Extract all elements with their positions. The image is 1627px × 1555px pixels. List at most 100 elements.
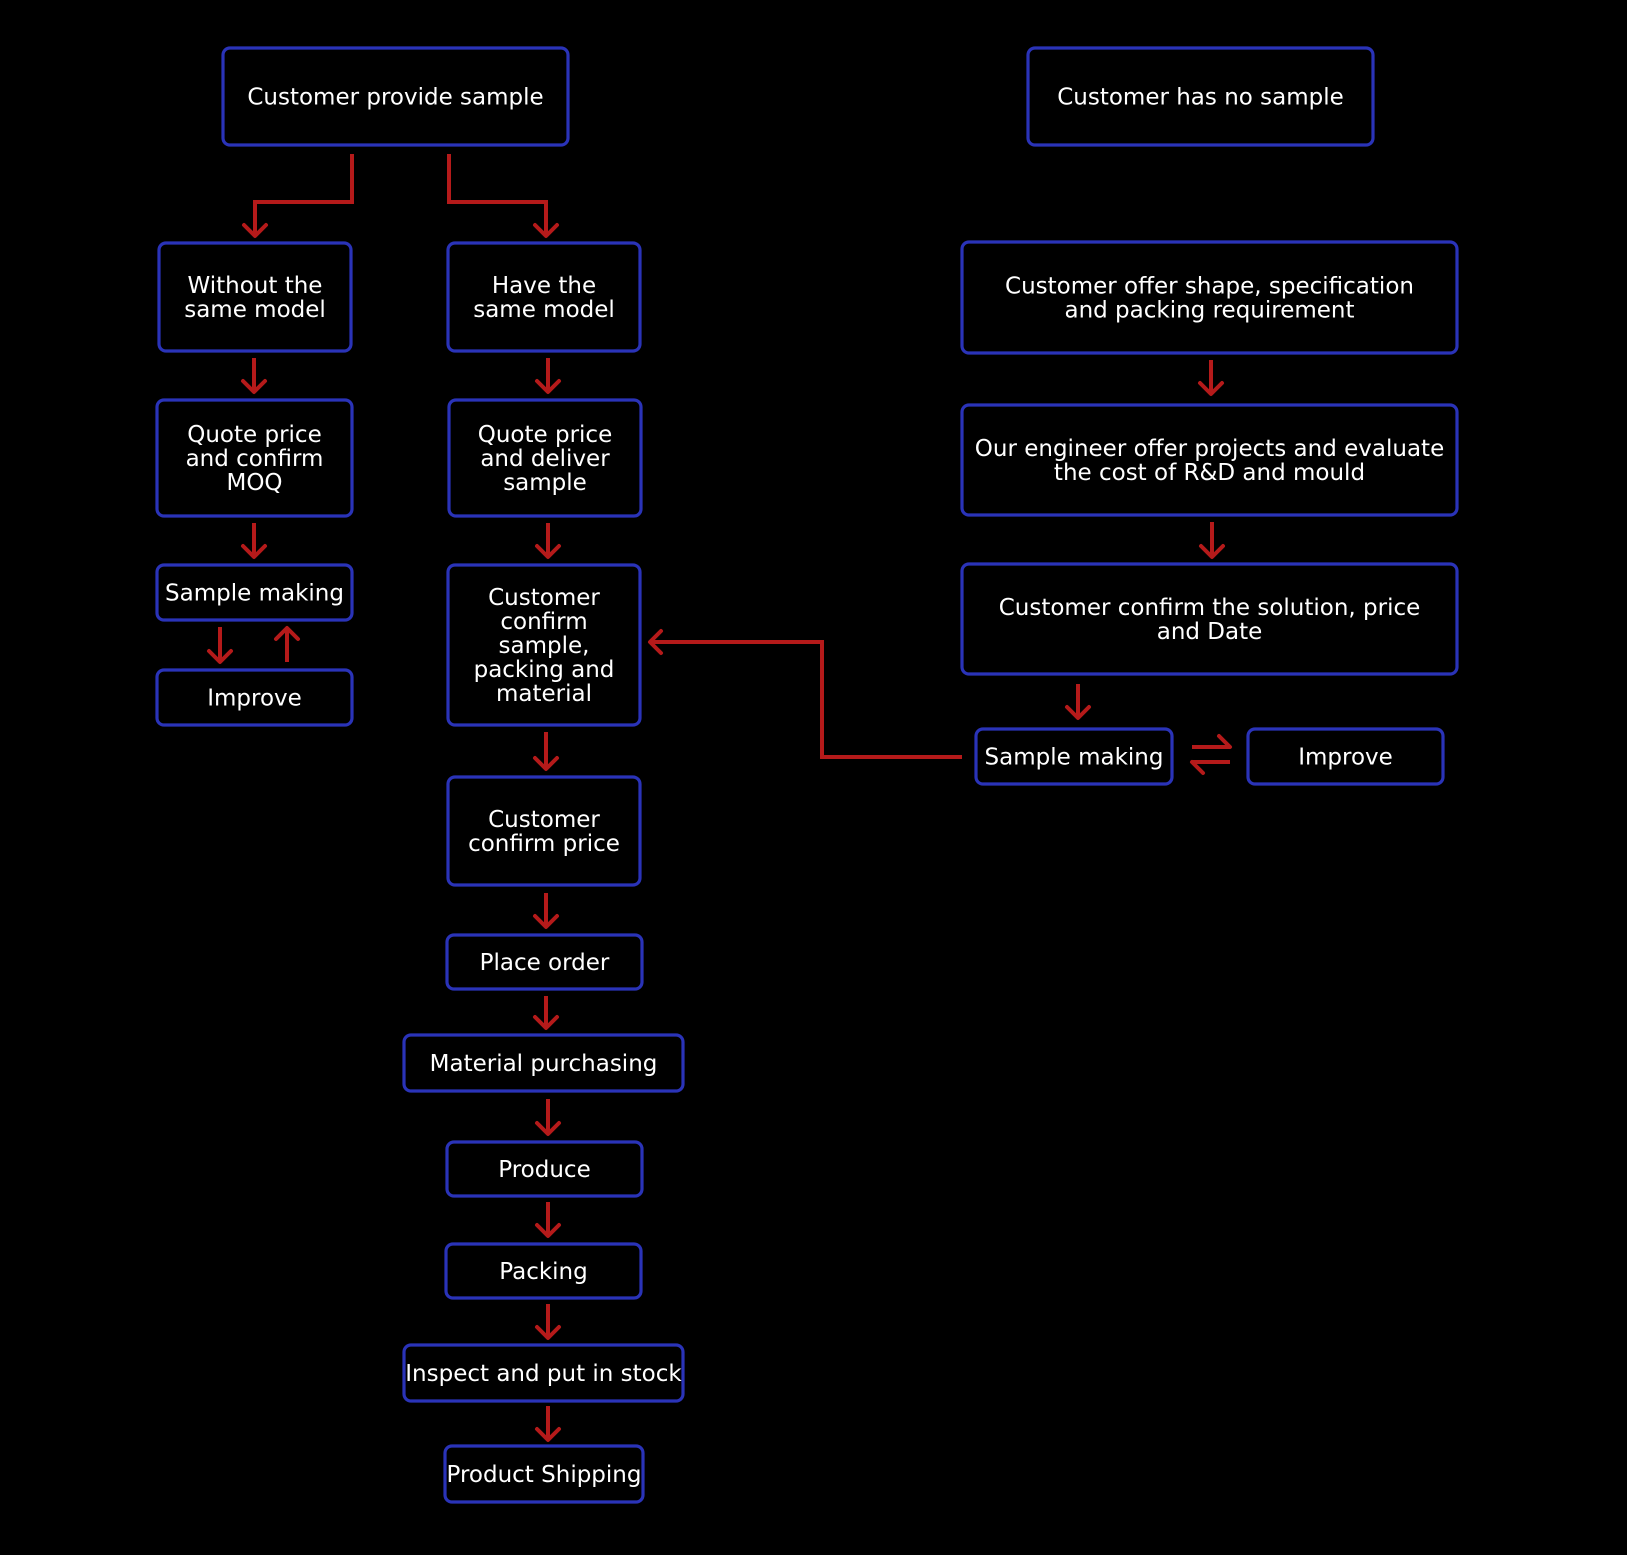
arrow-customer-confirm-solution-to-sample-making-right [1065, 684, 1091, 720]
arrow-line [650, 640, 962, 759]
node-label-line: sample, [499, 633, 590, 659]
arrow-icon [1065, 705, 1091, 720]
arrow-have-same-model-to-quote-price-deliver-sample [535, 358, 561, 394]
node-box-product-shipping [443, 1444, 645, 1504]
arrow-icon [535, 1325, 561, 1340]
node-box-quote-price-confirm-moq [155, 398, 354, 518]
node-box-customer-provide-sample [221, 46, 570, 147]
node-product-shipping: Product Shipping [443, 1444, 645, 1504]
node-label-line: Improve [207, 686, 302, 712]
arrow-icon [535, 544, 561, 559]
connector-layer [207, 154, 1232, 1442]
node-improve-left: Improve [155, 668, 354, 727]
arrow-icon [533, 1015, 559, 1030]
node-box-place-order [445, 933, 644, 991]
arrow-icon [207, 649, 233, 664]
node-box-customer-confirm-solution [960, 562, 1459, 676]
node-box-produce [445, 1140, 644, 1198]
node-sample-making-left: Sample making [155, 563, 354, 622]
bidirectional-swap-icon [1190, 760, 1205, 775]
node-packing: Packing [444, 1242, 643, 1300]
node-box-customer-confirm-sample [446, 563, 642, 727]
node-label-line: Improve [1298, 745, 1393, 771]
node-inspect-stock: Inspect and put in stock [402, 1343, 685, 1403]
node-label-line: sample [503, 470, 587, 496]
arrow-material-purchasing-to-produce [535, 1099, 561, 1136]
arrow-icon [535, 379, 561, 394]
node-label-line: Customer confirm the solution, price [999, 595, 1421, 621]
node-place-order: Place order [445, 933, 644, 991]
arrow-icon [648, 629, 663, 655]
node-box-customer-confirm-price [446, 775, 642, 887]
node-box-engineer-offer-projects [960, 403, 1459, 517]
node-label-line: Customer [488, 585, 600, 611]
node-engineer-offer-projects: Our engineer offer projects and evaluate… [960, 403, 1459, 517]
arrow-inspect-stock-to-product-shipping [535, 1406, 561, 1442]
arrow-icon [1198, 381, 1224, 396]
node-box-packing [444, 1242, 643, 1300]
node-customer-provide-sample: Customer provide sample [221, 46, 570, 147]
node-label-line: Material purchasing [430, 1051, 658, 1077]
arrow-icon [533, 914, 559, 929]
arrow-icon [533, 756, 559, 771]
node-label-line: Produce [498, 1157, 590, 1183]
arrow-icon [535, 1223, 561, 1238]
node-label-line: same model [184, 297, 326, 323]
node-label-line: confirm [500, 609, 587, 635]
node-box-without-same-model [157, 241, 353, 353]
node-label-line: Product Shipping [447, 1462, 642, 1488]
arrow-customer-confirm-sample-to-customer-confirm-price [533, 732, 559, 771]
node-label-line: Sample making [165, 581, 344, 607]
node-box-have-same-model [446, 241, 642, 353]
node-material-purchasing: Material purchasing [402, 1033, 685, 1093]
bidirectional-swap-icon [1217, 734, 1232, 749]
node-label-line: MOQ [226, 470, 282, 496]
arrow-line [253, 154, 354, 236]
node-sample-making-right: Sample making [974, 727, 1174, 786]
node-box-sample-making-right [974, 727, 1174, 786]
arrow-line [447, 154, 548, 236]
node-customer-has-no-sample: Customer has no sample [1026, 46, 1375, 147]
node-label-line: confirm price [468, 831, 620, 857]
arrow-customer-confirm-price-to-place-order [533, 893, 559, 929]
node-box-customer-offer-shape [960, 240, 1459, 355]
arrow-sample-making-right-to-customer-confirm-sample [648, 629, 962, 759]
arrow-icon [242, 223, 268, 238]
node-label-line: and Date [1157, 619, 1263, 645]
node-box-sample-making-left [155, 563, 354, 622]
arrow-without-same-model-to-quote-price-confirm-moq [241, 358, 267, 394]
node-label-line: the cost of R&D and mould [1054, 460, 1365, 486]
node-label-line: Place order [480, 950, 610, 976]
node-label-line: Inspect and put in stock [405, 1361, 682, 1387]
node-label-line: and packing requirement [1064, 298, 1354, 324]
node-label-line: Customer [488, 807, 600, 833]
node-improve-right: Improve [1246, 727, 1445, 786]
arrow-customer-provide-sample-to-have-same-model [447, 154, 559, 238]
arrow-icon [533, 223, 559, 238]
arrow-icon [241, 544, 267, 559]
node-box-customer-has-no-sample [1026, 46, 1375, 147]
arrow-icon [274, 626, 300, 641]
node-label-line: Packing [499, 1259, 587, 1285]
node-box-material-purchasing [402, 1033, 685, 1093]
node-label-line: Have the [492, 273, 596, 299]
arrow-quote-price-confirm-moq-to-sample-making-left [241, 523, 267, 559]
arrow-customer-provide-sample-to-without-same-model [242, 154, 354, 238]
arrow-improve-right-to-sample-making-right [1190, 760, 1230, 775]
arrow-produce-to-packing [535, 1202, 561, 1238]
node-label-line: Quote price [187, 422, 321, 448]
node-box-inspect-stock [402, 1343, 685, 1403]
arrow-packing-to-inspect-stock [535, 1304, 561, 1340]
node-customer-confirm-solution: Customer confirm the solution, priceand … [960, 562, 1459, 676]
arrow-place-order-to-material-purchasing [533, 996, 559, 1030]
node-label-line: same model [473, 297, 615, 323]
node-produce: Produce [445, 1140, 644, 1198]
arrow-improve-left-to-sample-making-left [274, 626, 300, 662]
